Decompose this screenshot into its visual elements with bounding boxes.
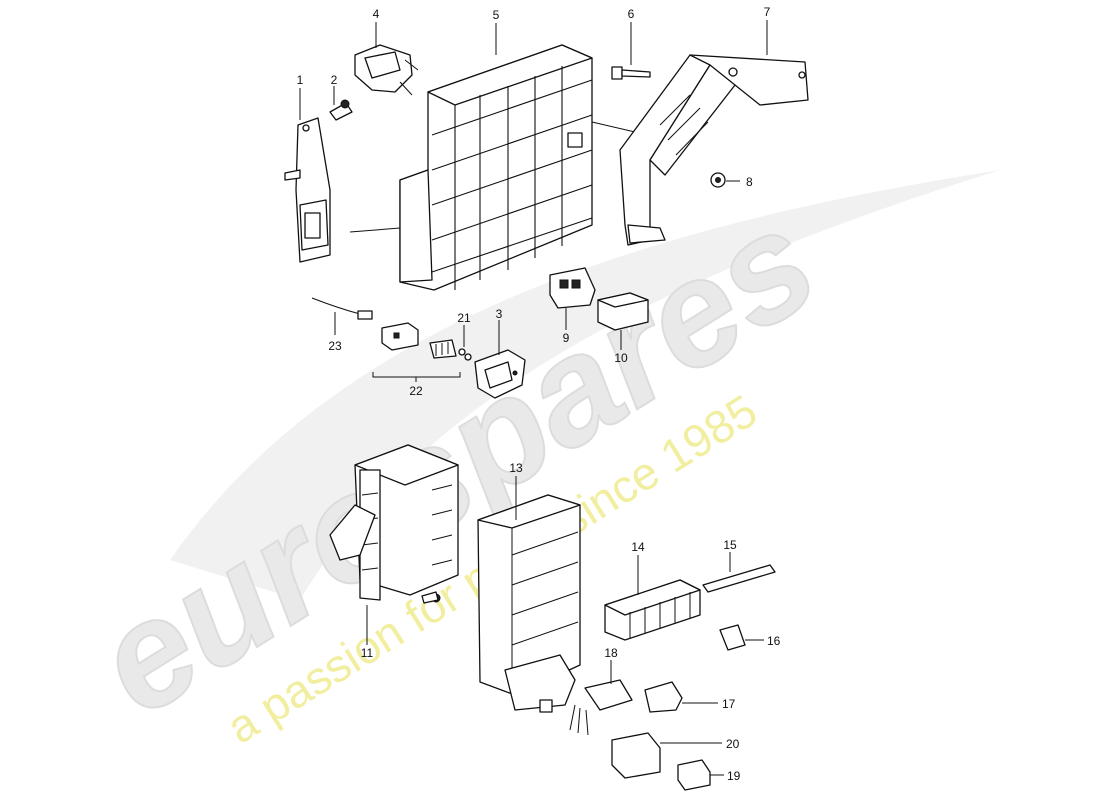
part-3-holder bbox=[474, 349, 526, 399]
callout-14: 14 bbox=[631, 540, 645, 554]
callout-19: 19 bbox=[727, 769, 741, 783]
callout-1: 1 bbox=[297, 73, 304, 87]
part-5-relay-panel bbox=[399, 44, 636, 291]
part-6-bolt bbox=[611, 66, 651, 80]
part-23-wire bbox=[311, 297, 373, 320]
part-16-fuse bbox=[719, 624, 746, 651]
callout-22: 22 bbox=[409, 384, 423, 398]
callout-10: 10 bbox=[614, 351, 628, 365]
part-19-relay bbox=[677, 759, 711, 791]
callout-7: 7 bbox=[764, 5, 771, 19]
part-8-nut bbox=[710, 172, 726, 188]
callout-17: 17 bbox=[722, 697, 736, 711]
part-17-connector bbox=[644, 681, 683, 713]
callout-18: 18 bbox=[604, 646, 618, 660]
callout-20: 20 bbox=[726, 737, 740, 751]
callout-2: 2 bbox=[331, 73, 338, 87]
callout-21: 21 bbox=[457, 311, 471, 325]
callout-23: 23 bbox=[328, 339, 342, 353]
part-21-pins bbox=[458, 348, 472, 361]
part-18-connector bbox=[569, 679, 633, 736]
part-10-relay bbox=[597, 292, 649, 331]
callout-leaders bbox=[299, 20, 768, 776]
callout-13: 13 bbox=[509, 461, 523, 475]
part-4-clip bbox=[354, 44, 419, 96]
part-2-screw bbox=[329, 99, 353, 121]
part-13-relay-carrier bbox=[477, 494, 581, 713]
callout-labels: 1 2 3 4 5 6 7 8 9 10 11 13 14 15 16 17 1… bbox=[297, 5, 781, 783]
callout-11: 11 bbox=[361, 646, 374, 660]
callout-3: 3 bbox=[496, 307, 503, 321]
part-7-mount-bracket bbox=[619, 54, 809, 246]
part-22-connector bbox=[381, 322, 457, 359]
part-9-relay-socket bbox=[549, 267, 596, 309]
part-1-bracket bbox=[284, 117, 401, 263]
callout-9: 9 bbox=[563, 331, 570, 345]
callout-15: 15 bbox=[723, 538, 737, 552]
callout-8: 8 bbox=[746, 175, 753, 189]
callout-4: 4 bbox=[373, 7, 380, 21]
part-20-socket bbox=[611, 732, 661, 779]
callout-5: 5 bbox=[493, 8, 500, 22]
callout-16: 16 bbox=[767, 634, 781, 648]
callout-6: 6 bbox=[628, 7, 635, 21]
part-14-fuse-block bbox=[604, 579, 701, 641]
part-11-fuse-housing bbox=[329, 444, 459, 604]
part-15-strip bbox=[702, 564, 776, 593]
